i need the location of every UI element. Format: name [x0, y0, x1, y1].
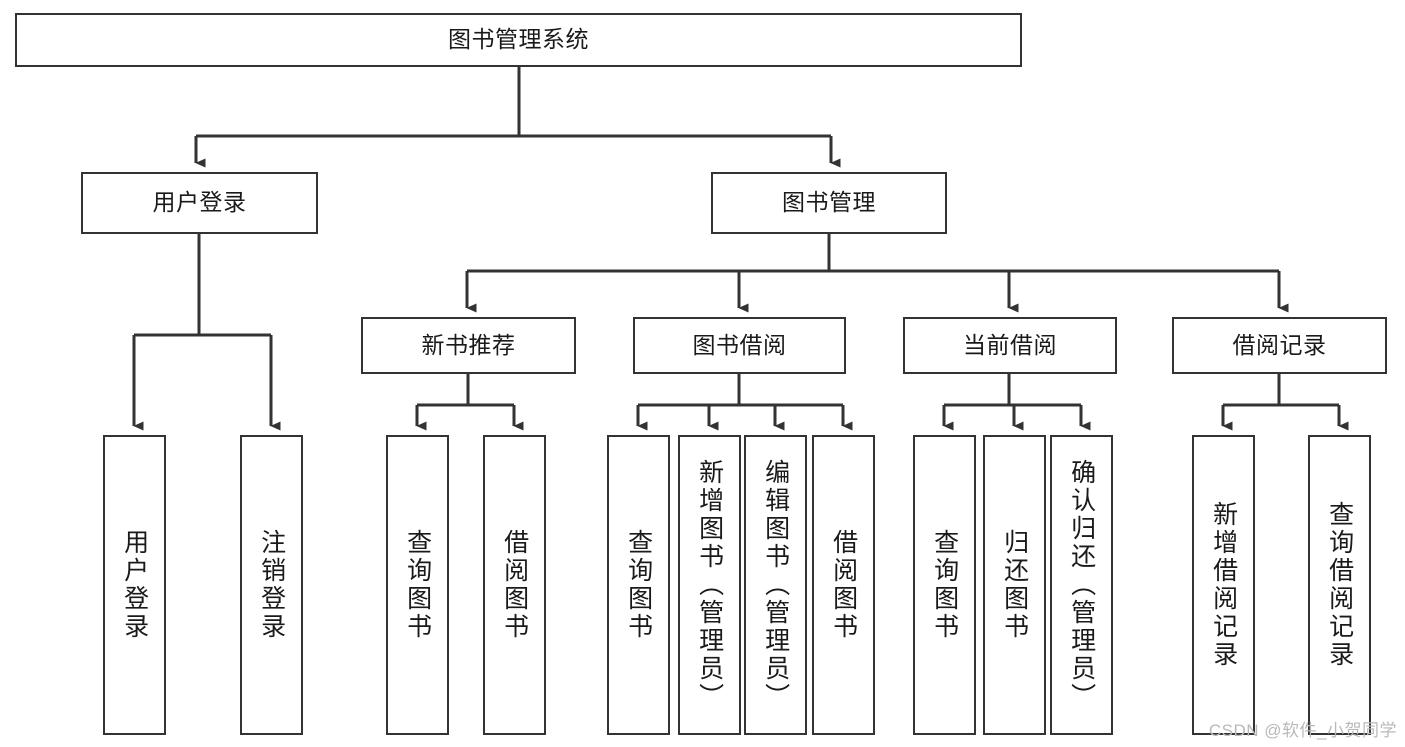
- node-leaf-return-book[interactable]: 归还图书: [983, 435, 1046, 735]
- node-current-borrow-label: 当前借阅: [963, 331, 1057, 358]
- watermark: CSDN @软件_小贺同学: [1208, 721, 1397, 740]
- node-book-manage[interactable]: 图书管理: [711, 172, 947, 234]
- node-new-book-recommend-label: 新书推荐: [421, 331, 516, 358]
- node-current-borrow[interactable]: 当前借阅: [903, 317, 1117, 374]
- node-root-label: 图书管理系统: [448, 26, 589, 53]
- node-leaf-edit-book[interactable]: 编辑图书（管理员）: [744, 435, 807, 735]
- node-user-login[interactable]: 用户登录: [81, 172, 318, 234]
- node-leaf-query-book-3-label: 查询图书: [930, 529, 959, 641]
- node-new-book-recommend[interactable]: 新书推荐: [361, 317, 576, 374]
- node-leaf-query-record-label: 查询借阅记录: [1325, 501, 1354, 669]
- node-leaf-return-book-label: 归还图书: [1000, 529, 1029, 641]
- node-leaf-borrow-book-2[interactable]: 借阅图书: [812, 435, 875, 735]
- node-leaf-logout[interactable]: 注销登录: [240, 435, 303, 735]
- node-leaf-query-record[interactable]: 查询借阅记录: [1308, 435, 1371, 735]
- node-leaf-add-book-label: 新增图书（管理员）: [695, 459, 724, 711]
- node-book-manage-label: 图书管理: [782, 189, 876, 216]
- node-borrow-record-label: 借阅记录: [1232, 331, 1327, 358]
- node-leaf-query-book-1-label: 查询图书: [403, 529, 432, 641]
- node-leaf-query-book-2-label: 查询图书: [624, 529, 653, 641]
- node-user-login-label: 用户登录: [152, 189, 247, 216]
- node-leaf-logout-label: 注销登录: [257, 529, 286, 641]
- node-borrow-record[interactable]: 借阅记录: [1172, 317, 1387, 374]
- node-leaf-user-login-label: 用户登录: [120, 529, 149, 641]
- node-leaf-borrow-book-1[interactable]: 借阅图书: [483, 435, 546, 735]
- node-book-borrow-label: 图书借阅: [692, 331, 787, 358]
- node-leaf-query-book-1[interactable]: 查询图书: [386, 435, 449, 735]
- node-leaf-add-book[interactable]: 新增图书（管理员）: [678, 435, 741, 735]
- node-leaf-query-book-2[interactable]: 查询图书: [607, 435, 670, 735]
- node-leaf-confirm-return-label: 确认归还（管理员）: [1067, 459, 1096, 711]
- node-leaf-confirm-return[interactable]: 确认归还（管理员）: [1050, 435, 1113, 735]
- node-leaf-user-login[interactable]: 用户登录: [103, 435, 166, 735]
- node-root[interactable]: 图书管理系统: [15, 13, 1022, 67]
- node-leaf-query-book-3[interactable]: 查询图书: [913, 435, 976, 735]
- node-leaf-add-record[interactable]: 新增借阅记录: [1192, 435, 1255, 735]
- node-leaf-edit-book-label: 编辑图书（管理员）: [761, 459, 790, 711]
- node-leaf-add-record-label: 新增借阅记录: [1209, 501, 1238, 669]
- node-leaf-borrow-book-1-label: 借阅图书: [500, 529, 529, 641]
- node-leaf-borrow-book-2-label: 借阅图书: [829, 529, 858, 641]
- node-book-borrow[interactable]: 图书借阅: [633, 317, 846, 374]
